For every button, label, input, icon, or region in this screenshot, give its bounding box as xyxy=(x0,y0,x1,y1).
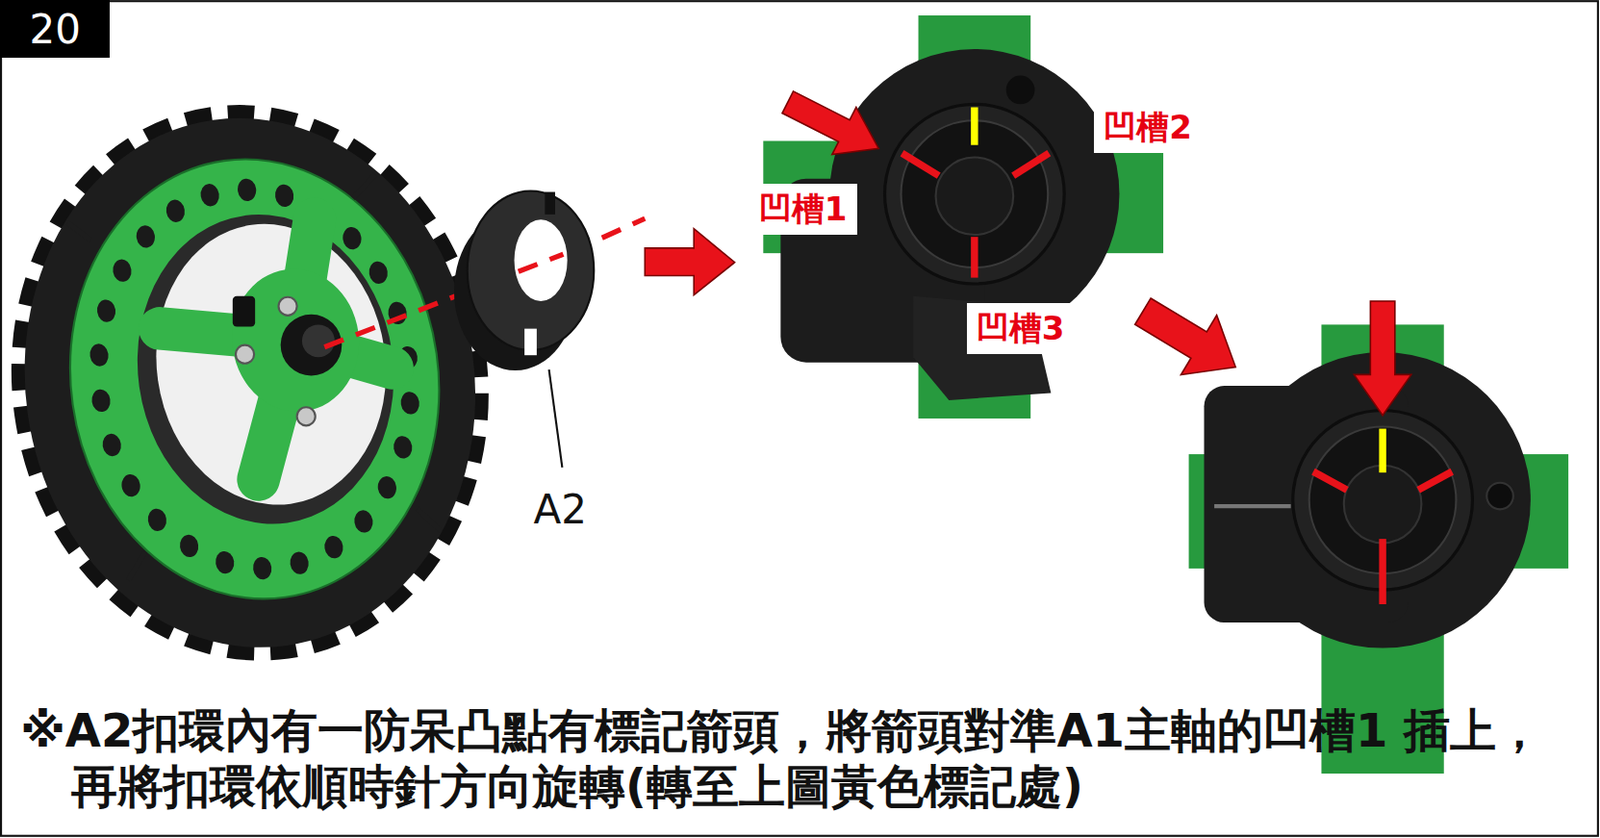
groove-label: 凹槽1 xyxy=(749,183,858,235)
groove-label: 凹槽2 xyxy=(1093,101,1202,153)
node-text: 凹槽2 xyxy=(1103,107,1193,148)
node-text: 20 xyxy=(29,5,81,53)
part-label: A2 xyxy=(533,487,587,533)
part-label: A2 xyxy=(533,487,587,533)
wheel xyxy=(0,81,516,684)
node-text: 凹槽1 xyxy=(759,189,848,229)
note-text: ※A2扣環內有一防呆凸點有標記箭頭，將箭頭對準A1主軸的凹槽1 插上，再將扣環依… xyxy=(71,702,1579,815)
hub xyxy=(232,296,342,427)
node-text: 凹槽3 xyxy=(976,308,1066,349)
step-number: 20 xyxy=(0,0,110,58)
leader-line xyxy=(549,369,563,468)
groove-label: 凹槽3 xyxy=(966,303,1075,355)
detail-view-2 xyxy=(1189,301,1570,774)
clip-ring xyxy=(454,190,594,371)
note-text: ※A2扣環內有一防呆凸點有標記箭頭，將箭頭對準A1主軸的凹槽1 插上，再將扣環依… xyxy=(20,702,1579,815)
